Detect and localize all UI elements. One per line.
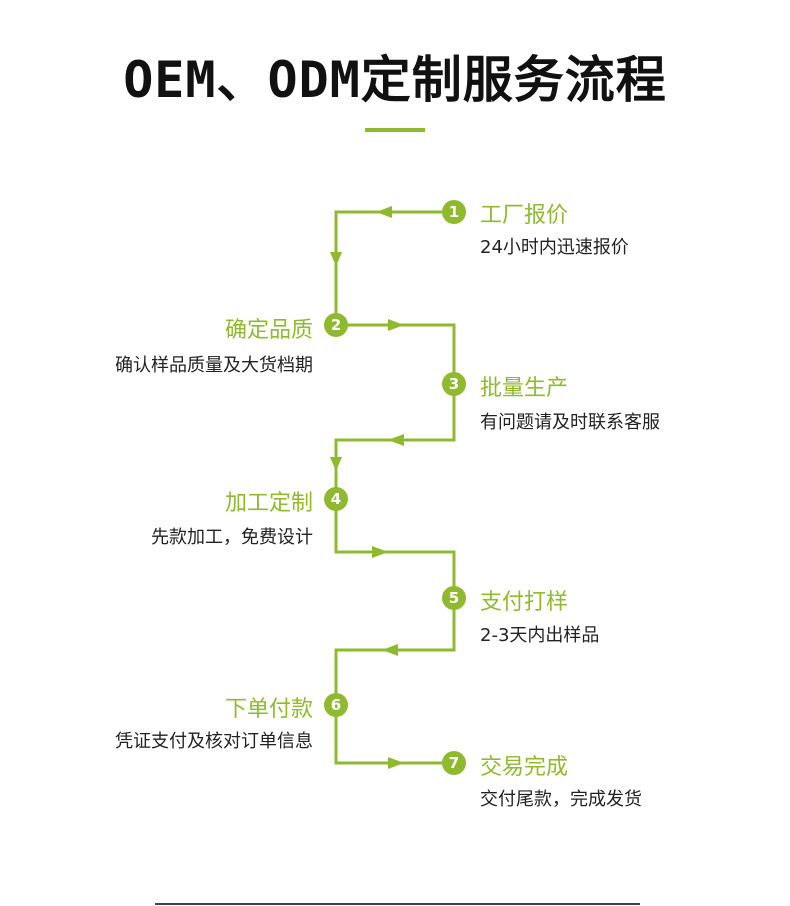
step-node-6: 6 xyxy=(324,693,348,717)
step-number-3: 3 xyxy=(449,375,459,393)
arrow-right-2 xyxy=(388,319,404,331)
step-number-6: 6 xyxy=(331,696,341,714)
step-node-1: 1 xyxy=(442,200,466,224)
step-node-5: 5 xyxy=(442,586,466,610)
step-number-2: 2 xyxy=(331,316,341,334)
step-title-1: 工厂报价 xyxy=(480,203,569,228)
step-desc-2: 确认样品质量及大货档期 xyxy=(115,355,313,376)
step-title-7: 交易完成 xyxy=(480,755,569,780)
bottom-divider xyxy=(155,903,640,905)
step-node-2: 2 xyxy=(324,313,348,337)
step-title-4: 加工定制 xyxy=(224,491,313,516)
step-desc-5: 2-3天内出样品 xyxy=(480,625,600,646)
step-node-7: 7 xyxy=(442,751,466,775)
arrow-down-3 xyxy=(330,457,342,471)
page-title: OEM、ODM定制服务流程 xyxy=(123,51,667,109)
arrow-down-1 xyxy=(330,252,342,266)
arrow-left-1 xyxy=(376,206,392,218)
flow-arrows xyxy=(330,206,404,769)
step-desc-3: 有问题请及时联系客服 xyxy=(480,412,660,433)
title-underline xyxy=(365,128,425,132)
arrow-right-4 xyxy=(372,546,388,558)
arrow-right-6 xyxy=(388,757,404,769)
step-title-5: 支付打样 xyxy=(480,590,569,615)
step-desc-1: 24小时内迅速报价 xyxy=(480,237,629,258)
step-desc-7: 交付尾款，完成发货 xyxy=(480,789,642,810)
flow-connector-line xyxy=(334,210,456,765)
step-number-4: 4 xyxy=(331,490,341,508)
step-number-5: 5 xyxy=(449,589,459,607)
arrow-left-5 xyxy=(382,644,398,656)
step-title-3: 批量生产 xyxy=(480,376,569,401)
step-title-2: 确定品质 xyxy=(224,318,313,343)
step-title-6: 下单付款 xyxy=(224,697,313,722)
step-node-4: 4 xyxy=(324,487,348,511)
step-number-1: 1 xyxy=(449,203,459,221)
step-node-3: 3 xyxy=(442,372,466,396)
step-desc-6: 凭证支付及核对订单信息 xyxy=(115,731,313,752)
step-desc-4: 先款加工，免费设计 xyxy=(151,527,313,548)
arrow-left-3 xyxy=(388,434,404,446)
step-number-7: 7 xyxy=(449,754,459,772)
